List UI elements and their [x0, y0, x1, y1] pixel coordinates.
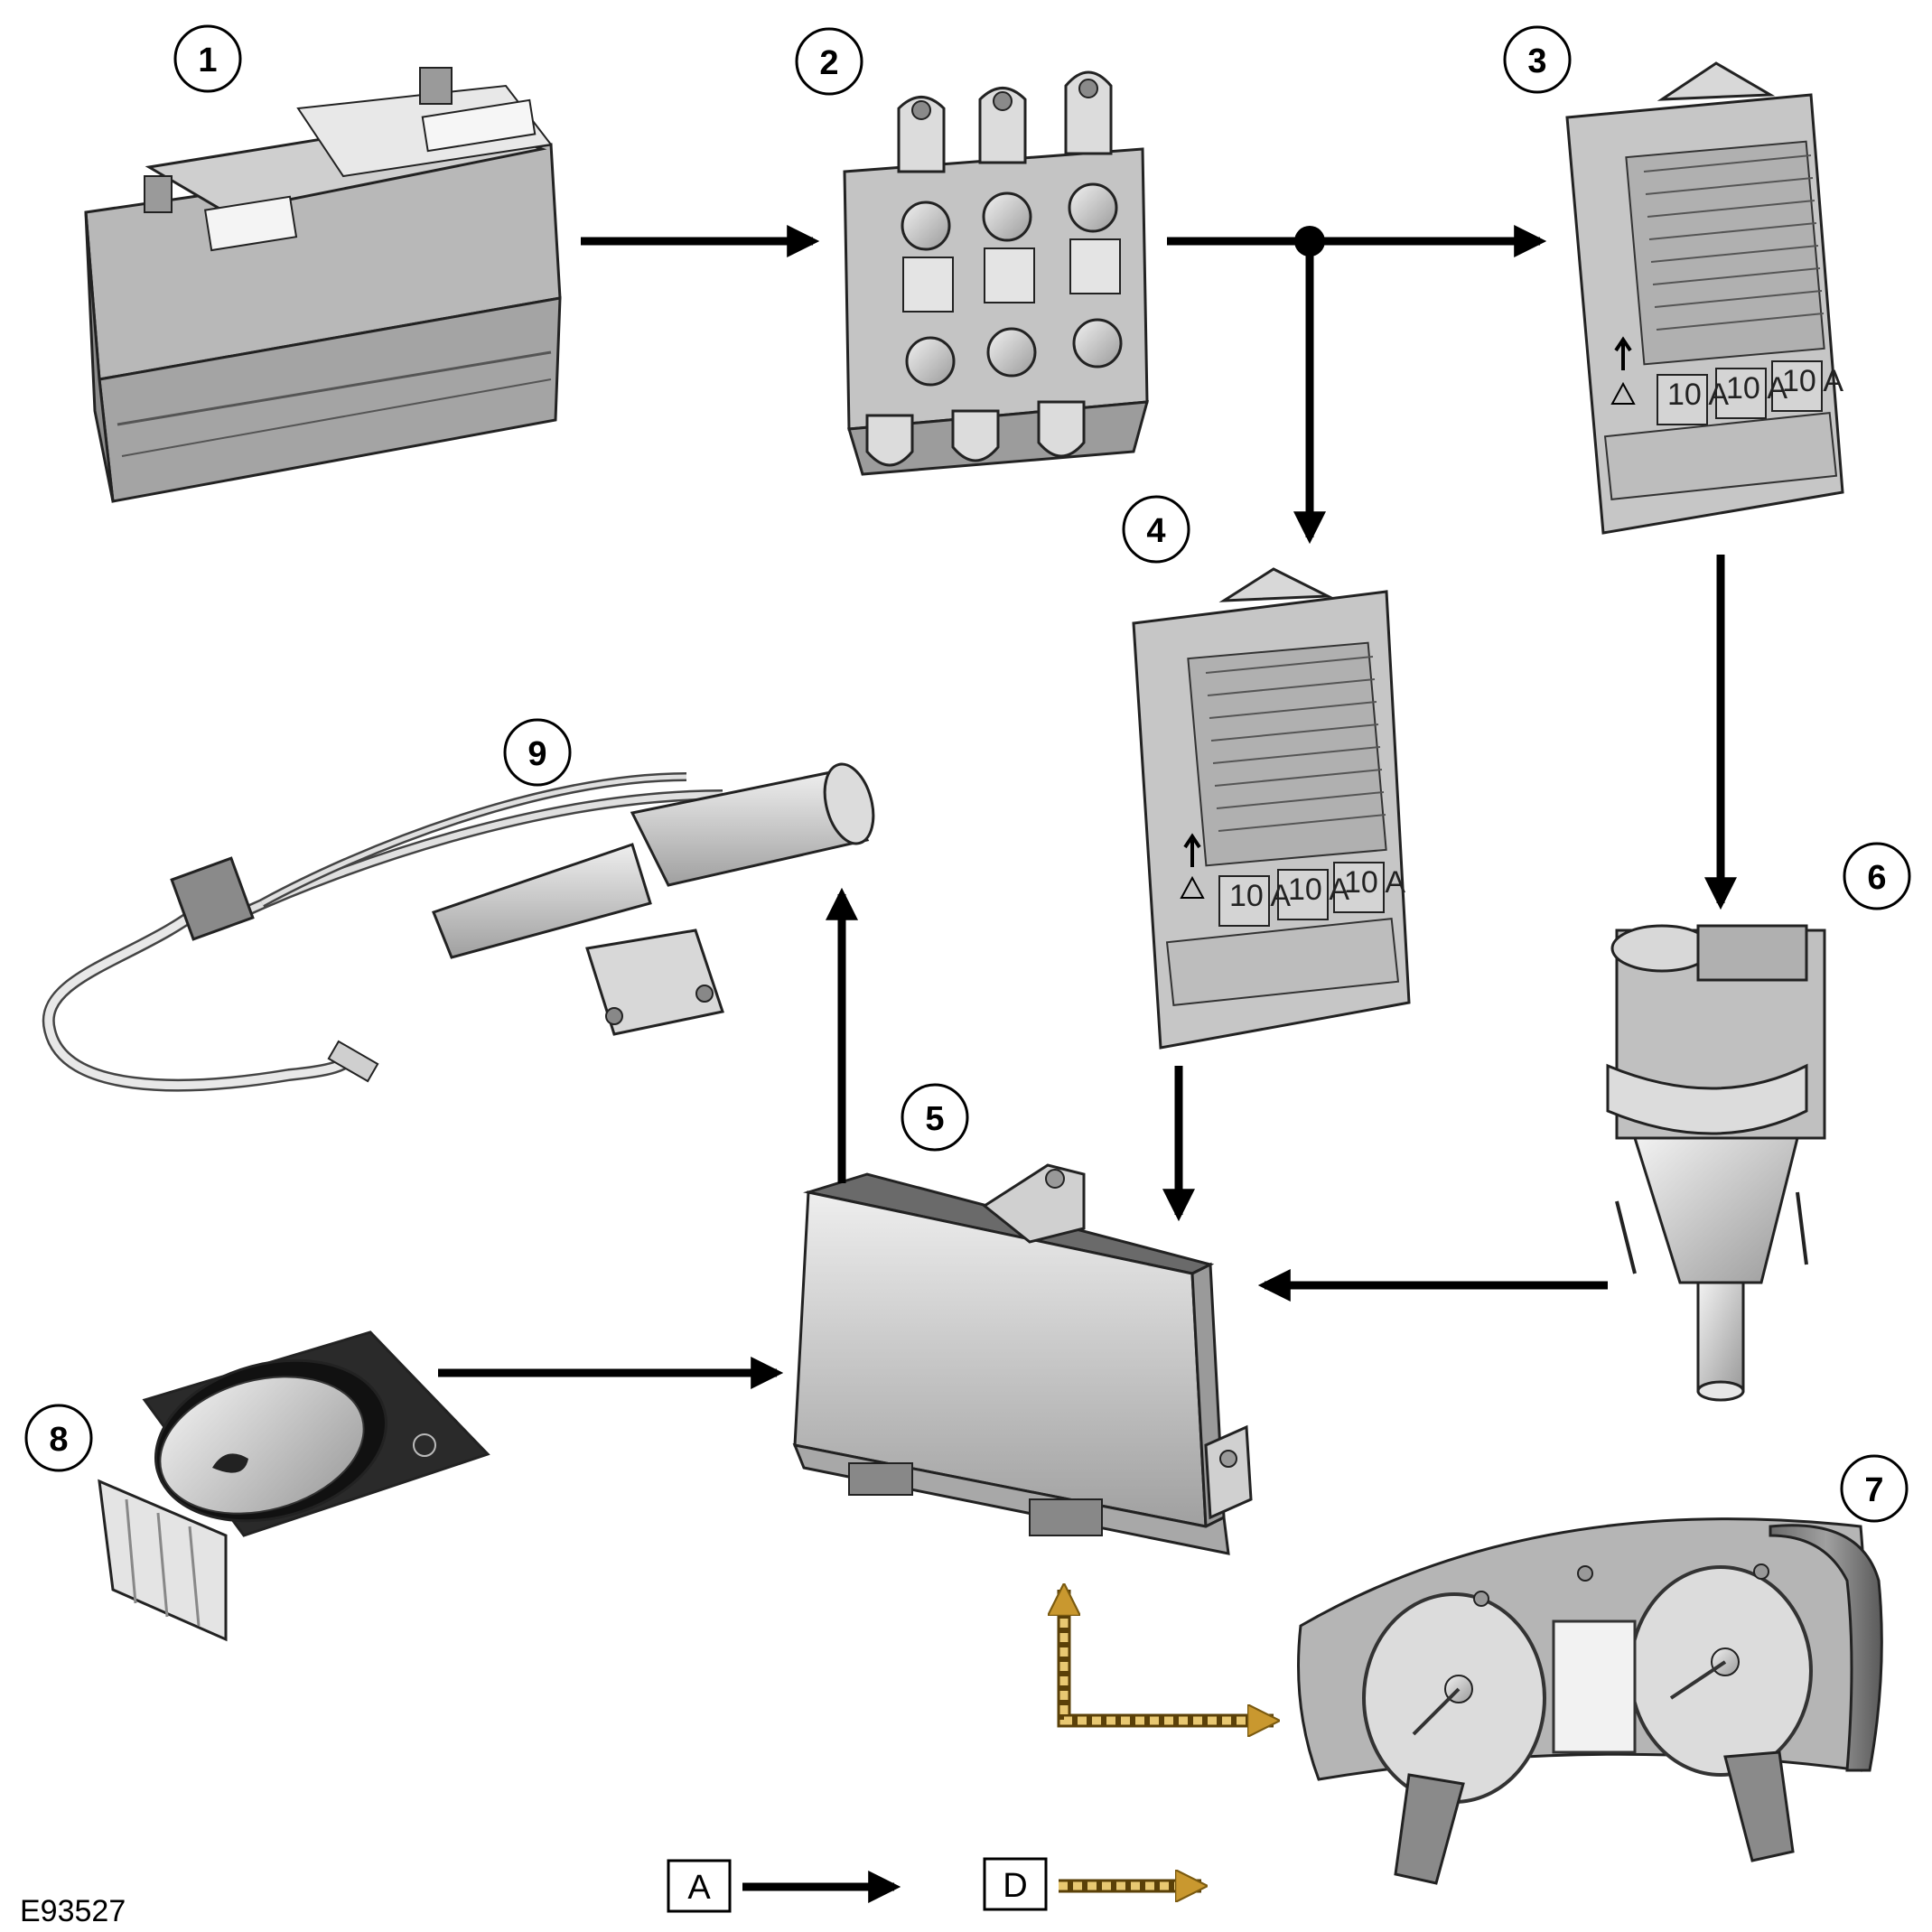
callouts: 1 2 3 4 5 6 7 8 9 [24, 24, 1911, 1523]
callout-7: 7 [1840, 1454, 1909, 1523]
fuse-box-primary: 10 A 10 A 10 A [1565, 61, 1844, 535]
svg-text:D: D [1003, 1867, 1027, 1905]
svg-text:2: 2 [819, 44, 838, 82]
callout-6: 6 [1843, 842, 1911, 910]
can-bus-connection [1064, 1590, 1274, 1721]
legend-item-hardwired: A [667, 1859, 901, 1913]
start-stop-switch [98, 1330, 490, 1642]
svg-text:5: 5 [925, 1100, 944, 1138]
fuse-box-secondary: 10 A 10 A 10 A [1132, 567, 1411, 1050]
control-module [792, 1163, 1253, 1555]
svg-text:6: 6 [1867, 859, 1886, 897]
ignition-switch [1606, 924, 1826, 1402]
svg-text:1: 1 [198, 42, 217, 79]
figure-id: E93527 [20, 1894, 126, 1928]
hardwired-connections [438, 225, 1737, 1389]
junction-node [1294, 226, 1325, 257]
relay-label: 10 A [1288, 873, 1349, 907]
svg-text:9: 9 [527, 735, 546, 773]
svg-text:8: 8 [49, 1421, 68, 1459]
legend: A D [667, 1857, 1201, 1913]
callout-1: 1 [173, 24, 242, 93]
callout-8: 8 [24, 1404, 93, 1472]
relay-label: 10 A [1667, 378, 1729, 412]
callout-2: 2 [795, 27, 863, 96]
legend-item-can-bus: D [983, 1857, 1201, 1911]
svg-text:7: 7 [1864, 1471, 1883, 1509]
callout-9: 9 [503, 718, 572, 787]
relay-label: 10 A [1726, 371, 1787, 406]
relay-label: 10 A [1344, 865, 1405, 900]
svg-text:3: 3 [1527, 42, 1546, 80]
instrument-cluster [1297, 1517, 1883, 1885]
svg-text:A: A [687, 1869, 711, 1907]
steering-column-lock-actuator [42, 762, 875, 1092]
callout-3: 3 [1503, 25, 1572, 94]
svg-text:4: 4 [1146, 512, 1165, 550]
callout-4: 4 [1122, 495, 1190, 564]
relay-label: 10 A [1782, 364, 1843, 398]
callout-5: 5 [901, 1083, 969, 1152]
megafuse-block [843, 70, 1150, 476]
relay-label: 10 A [1229, 879, 1291, 913]
battery [84, 67, 562, 503]
